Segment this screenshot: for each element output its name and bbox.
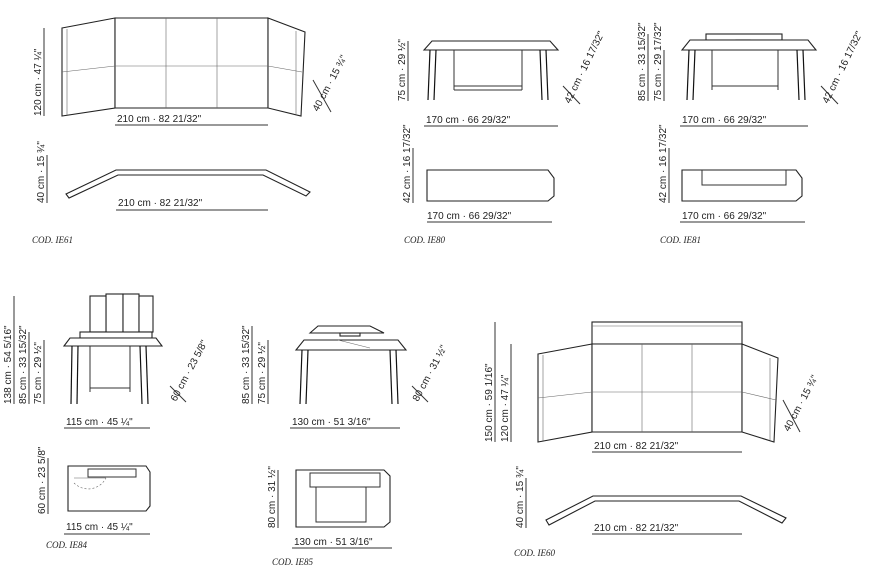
ie61-height-dim: 120 cm · 47 ¼" [32, 48, 44, 116]
ie81-height-dim: 85 cm · 33 15/32" [637, 22, 648, 101]
ie61-depth-dim: 40 cm · 15 ¾" [311, 53, 350, 113]
ie61-front-view [61, 17, 306, 117]
ie60-plan-depth-dim: 40 cm · 15 ¾" [515, 466, 526, 528]
ie60-width-dim: 210 cm · 82 21/32" [594, 441, 679, 452]
ie84-plan-width-dim: 115 cm · 45 ¼" [66, 521, 133, 533]
product-ie84: 138 cm · 54 5/16" 85 cm · 33 15/32" 75 c… [3, 293, 211, 550]
ie61-plan-width-dim: 210 cm · 82 21/32" [118, 198, 203, 209]
ie85-table-height-dim: 75 cm · 29 ½" [257, 342, 268, 404]
ie80-plan-view [426, 169, 555, 202]
ie80-depth-dim: 42 cm · 16 17/32" [563, 29, 608, 105]
ie80-front-view [422, 40, 560, 101]
product-ie60: 150 cm · 59 1/16" 120 cm · 47 ¼" 40 cm ·… [484, 321, 821, 558]
ie61-plan-depth-dim: 40 cm · 15 ¾" [36, 141, 47, 203]
ie85-depth-dim: 80 cm · 31 ½" [411, 343, 450, 403]
ie85-height-dim: 85 cm · 33 15/32" [241, 325, 252, 404]
ie85-width-dim: 130 cm · 51 3/16" [292, 417, 371, 428]
ie60-code-label: COD. IE60 [514, 548, 555, 558]
ie80-code-label: COD. IE80 [404, 235, 445, 245]
ie60-panel-height-dim: 120 cm · 47 ¼" [499, 374, 511, 442]
ie80-plan-width-dim: 170 cm · 66 29/32" [427, 211, 512, 222]
ie85-plan-view [295, 469, 391, 528]
ie81-width-dim: 170 cm · 66 29/32" [682, 115, 767, 126]
ie81-plan-depth-dim: 42 cm · 16 17/32" [658, 124, 669, 203]
ie85-front-view [294, 325, 408, 405]
ie80-width-dim: 170 cm · 66 29/32" [426, 115, 511, 126]
ie81-plan-width-dim: 170 cm · 66 29/32" [682, 211, 767, 222]
ie81-plan-view [681, 169, 803, 202]
ie60-plan-width-dim: 210 cm · 82 21/32" [594, 523, 679, 534]
ie61-code-label: COD. IE61 [32, 235, 73, 245]
ie60-plan-view [545, 495, 787, 526]
product-ie61: 120 cm · 47 ¼" 40 cm · 15 ¾" 210 cm · 82… [32, 17, 350, 245]
ie84-width-dim: 115 cm · 45 ¼" [66, 416, 133, 428]
ie81-code-label: COD. IE81 [660, 235, 701, 245]
product-ie80: 75 cm · 29 ½" 42 cm · 16 17/32" 170 cm ·… [397, 29, 607, 245]
ie80-plan-depth-dim: 42 cm · 16 17/32" [402, 124, 413, 203]
ie81-table-height-dim: 75 cm · 29 17/32" [653, 22, 664, 101]
ie81-front-view [680, 33, 818, 101]
product-ie85: 85 cm · 33 15/32" 75 cm · 29 ½" 80 cm · … [241, 325, 450, 567]
ie85-plan-width-dim: 130 cm · 51 3/16" [294, 537, 373, 548]
ie84-table-height-dim: 75 cm · 29 ½" [33, 342, 44, 404]
ie84-depth-dim: 60 cm · 23 5/8" [169, 338, 211, 403]
ie84-top-height-dim: 85 cm · 33 15/32" [18, 325, 29, 404]
ie61-width-dim: 210 cm · 82 21/32" [117, 114, 202, 125]
ie80-height-dim: 75 cm · 29 ½" [397, 39, 408, 101]
ie84-overall-height-dim: 138 cm · 54 5/16" [3, 325, 14, 404]
ie84-front-view [62, 293, 164, 405]
ie61-plan-view [65, 169, 311, 199]
ie81-depth-dim: 42 cm · 16 17/32" [821, 29, 866, 105]
ie84-code-label: COD. IE84 [46, 540, 87, 550]
ie60-depth-dim: 40 cm · 15 ¾" [782, 373, 821, 433]
ie85-plan-depth-dim: 80 cm · 31 ½" [267, 466, 278, 528]
ie60-overall-height-dim: 150 cm · 59 1/16" [484, 363, 495, 442]
ie84-plan-view [67, 465, 151, 512]
ie84-plan-depth-dim: 60 cm · 23 5/8" [37, 446, 48, 514]
product-ie81: 85 cm · 33 15/32" 75 cm · 29 17/32" 42 c… [637, 22, 865, 245]
ie85-code-label: COD. IE85 [272, 557, 313, 567]
ie60-front-view [537, 321, 779, 443]
